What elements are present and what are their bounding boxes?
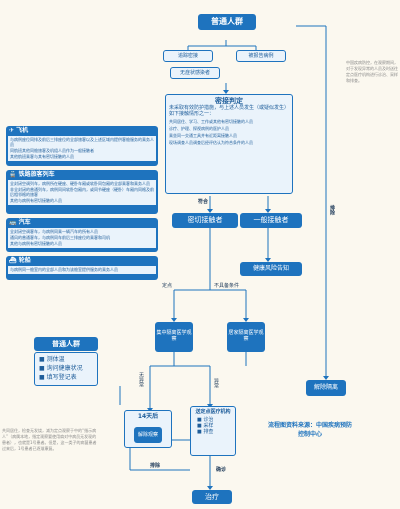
bullet-icon: ■: [39, 356, 45, 363]
bullet-icon: ■: [39, 365, 45, 372]
judgment-title: 密接判定: [215, 97, 243, 105]
release-quarantine-node: 解除隔离: [306, 380, 346, 396]
checklist-item: 填写登记表: [46, 374, 77, 381]
background-article-left: 共同居住，检查无发烧，减为定点观察于中的“指示病人”（病属本地，指定观察要使用肩…: [2, 428, 97, 451]
plane-title: 飞机: [16, 127, 29, 134]
home-observation-node: 居家隔离医学观察: [227, 322, 265, 352]
ship-item: 与病例同一舱室内的全部人员和为该舱室提供服务的乘务人员: [10, 267, 118, 272]
source-caption: 流程图资料来源：中国疾病预防控制中心: [268, 422, 353, 438]
train-item: 其他与病例有密切接触的人员: [10, 198, 62, 203]
no-abnormal-label: 无异常: [138, 372, 144, 387]
designated-label: 定点: [162, 283, 173, 289]
car-item: 通风的普通客车，与病例同车前后三排座位的乘客和司机: [10, 235, 110, 240]
health-notice-node: 健康风险告知: [240, 262, 302, 276]
car-icon: 🚌: [9, 219, 17, 226]
car-item: 其他与病例有密切接触的人员: [10, 241, 62, 246]
plane-icon: ✈: [9, 127, 15, 134]
plane-item: 与病例座位同排及前后三排座位的全部旅客以及上述区域内提供客舱服务的乘务人员: [10, 137, 154, 147]
train-icon: 🚆: [9, 171, 17, 178]
asymptomatic-node: 无症状感染者: [170, 67, 220, 79]
train-panel: 🚆 铁路旅客列车 全封闭空调列车，病例所在硬座、硬卧车厢或软卧同包厢的全部乘客和…: [6, 170, 158, 214]
judgment-item: 共同居住、学习、工作或其他有密切接触的人员: [169, 119, 253, 124]
car-title: 汽车: [18, 219, 31, 226]
ship-icon: ⛴: [9, 257, 17, 264]
car-panel: 🚌 汽车 全封闭空调客车，与病例同乘一辆汽车的所有人员 通风的普通客车，与病例同…: [6, 218, 158, 252]
background-article-right: 中国疾病防控，在观察期间，对于发现异常的人员及时送往定点医疗机构进行诊治、采样和…: [346, 60, 398, 83]
plane-panel: ✈ 飞机 与病例座位同排及前后三排座位的全部旅客以及上述区域内提供客舱服务的乘务…: [6, 126, 158, 166]
exclude-label-right: 排除: [329, 205, 335, 215]
hospital-item: 排查: [203, 429, 214, 435]
abnormal-label: 异常: [213, 378, 219, 388]
car-item: 全封闭空调客车，与病例同乘一辆汽车的所有人员: [10, 229, 98, 234]
plane-item: 同航班其他同舱旅客及机组人员作为一般接触者: [10, 148, 94, 153]
central-observation-node: 集中隔离医学观察: [155, 322, 193, 352]
hospital-title: 送定点医疗机构: [195, 409, 231, 415]
no-conditions-label: 不具备条件: [214, 283, 240, 289]
hospital-item: 采样: [203, 423, 214, 429]
trace-close-contact-node: 追踪密接: [163, 50, 213, 62]
diagnose-label: 确诊: [216, 467, 227, 473]
ship-panel: ⛴ 轮船 与病例同一舱室内的全部人员和为该舱室提供服务的乘务人员: [6, 256, 158, 280]
close-contact-node: 密切接触者: [172, 213, 238, 228]
judgment-item: 现场调查人员调查后经评估认为符合条件的人员: [169, 140, 253, 145]
bullet-icon: ■: [197, 429, 202, 435]
checklist-item: 测体温: [46, 356, 65, 363]
train-item: 全封闭空调列车，病例所在硬座、硬卧车厢或软卧同包厢的全部乘客和乘务人员: [10, 181, 150, 186]
bottom-crowd-node: 普通人群: [34, 337, 98, 351]
train-item: 非全封闭的普通列车，病例同间软卧包厢内，或同节硬座（硬卧）车厢内同格及前后相邻格…: [10, 187, 154, 197]
exclude-label-bottom: 排除: [150, 463, 161, 469]
plane-item: 其他航班乘客与其有密切接触的人员: [10, 154, 74, 159]
judgment-description: 未采取有效防护措施，与上述人员发生（或疑似发生）如下接触情形之一：: [169, 105, 290, 117]
match-label: 符合: [198, 199, 209, 205]
ship-title: 轮船: [18, 257, 31, 264]
crowd-checklist: ■ 测体温 ■ 询问健康状况 ■ 填写登记表: [34, 352, 98, 386]
bullet-icon: ■: [197, 423, 202, 429]
release-observation-node: 解除观察: [134, 427, 162, 443]
hospital-panel: 送定点医疗机构 ■ 诊治 ■ 采样 ■ 排查: [190, 406, 236, 456]
treatment-node: 治疗: [192, 490, 232, 504]
bullet-icon: ■: [197, 417, 202, 423]
hospital-item: 诊治: [203, 417, 214, 423]
judgment-panel: 密接判定 未采取有效防护措施，与上述人员发生（或疑似发生）如下接触情形之一： 共…: [165, 94, 293, 194]
train-title: 铁路旅客列车: [18, 171, 55, 178]
judgment-item: 诊疗、护理、探视病例的医护人员: [169, 126, 229, 131]
reported-case-node: 被报告病例: [236, 50, 286, 62]
fourteen-days-label: 14天后: [137, 413, 159, 420]
top-crowd-node: 普通人群: [198, 14, 256, 30]
fourteen-days-panel: 14天后 解除观察: [124, 410, 172, 448]
judgment-item: 乘坐同一交通工具并有近距离接触人员: [169, 133, 237, 138]
bullet-icon: ■: [39, 374, 45, 381]
general-contact-node: 一般接触者: [240, 213, 302, 228]
checklist-item: 询问健康状况: [46, 365, 83, 372]
